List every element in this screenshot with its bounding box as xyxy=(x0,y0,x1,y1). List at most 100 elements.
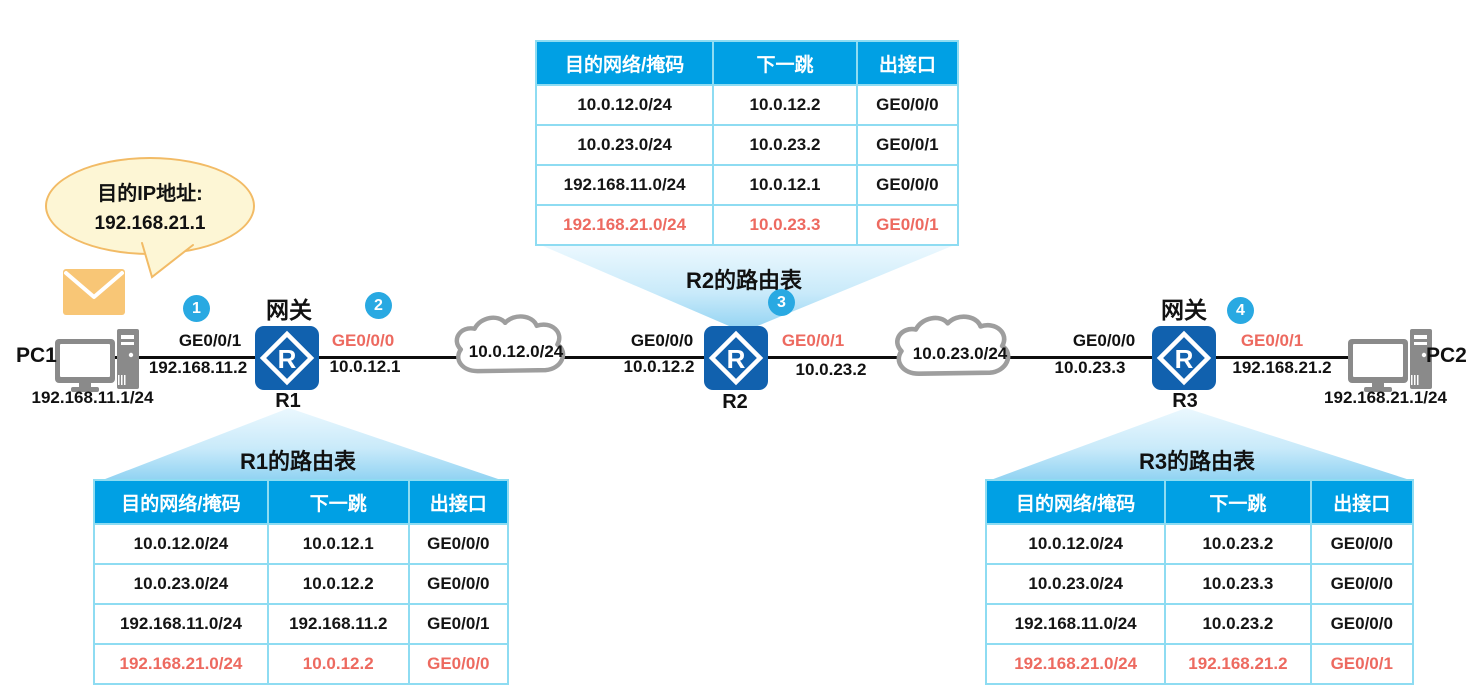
gateway-label-r1: 网关 xyxy=(266,297,312,323)
route-cell: 10.0.23.2 xyxy=(1164,603,1312,645)
route-cell: 10.0.12.2 xyxy=(266,643,410,685)
iface-r1-left: GE0/0/1 xyxy=(178,331,242,350)
cloud1-icon xyxy=(454,314,566,374)
step-badge-1: 1 xyxy=(183,295,210,322)
route-cell: GE0/0/0 xyxy=(1309,603,1414,645)
route-cell: 10.0.23.3 xyxy=(1164,563,1312,605)
r2-table-pointer-icon xyxy=(543,246,952,332)
step-badge-3: 3 xyxy=(768,289,795,316)
route-cell: 10.0.23.3 xyxy=(712,204,858,246)
cloud2-icon xyxy=(895,314,1011,377)
route-cell: GE0/0/1 xyxy=(855,124,960,166)
route-cell: GE0/0/1 xyxy=(855,204,960,246)
route-cell: 10.0.12.2 xyxy=(712,84,858,126)
route-cell: 10.0.23.0/24 xyxy=(534,124,715,166)
route-cell: GE0/0/0 xyxy=(1309,563,1414,605)
r1-label: R1 xyxy=(275,390,301,412)
route-cell: 10.0.12.2 xyxy=(266,563,410,605)
iface-r2-left: GE0/0/0 xyxy=(630,331,694,350)
bubble-line1: 目的IP地址: xyxy=(97,183,203,205)
route-cell: 10.0.23.2 xyxy=(1164,523,1312,565)
route-cell: GE0/0/0 xyxy=(407,523,510,565)
cloud2-network-label: 10.0.23.0/24 xyxy=(912,344,1008,363)
route-cell: GE0/0/0 xyxy=(407,563,510,605)
router-r3-icon: R xyxy=(1152,326,1216,390)
route-cell: 192.168.11.0/24 xyxy=(93,603,269,645)
route-cell: 10.0.12.1 xyxy=(712,164,858,206)
iface-r2-right: GE0/0/1 xyxy=(781,331,845,350)
svg-text:R: R xyxy=(727,344,746,374)
r2-label: R2 xyxy=(722,391,748,413)
route-cell: 192.168.21.0/24 xyxy=(534,204,715,246)
route-cell: GE0/0/0 xyxy=(1309,523,1414,565)
route-cell: GE0/0/0 xyxy=(407,643,510,685)
router-r1-icon: R xyxy=(255,326,319,390)
route-cell: 10.0.23.0/24 xyxy=(984,563,1167,605)
step-badge-2: 2 xyxy=(365,292,392,319)
table-header-cell: 下一跳 xyxy=(1164,479,1312,525)
pc1-label: PC1 xyxy=(16,344,57,367)
step-badge-4: 4 xyxy=(1227,297,1254,324)
table-header-cell: 下一跳 xyxy=(712,40,858,86)
cloud1-network-label: 10.0.12.0/24 xyxy=(468,342,564,361)
pc2-icon xyxy=(1348,329,1432,392)
iface-r1-left-ip: 192.168.11.2 xyxy=(148,358,248,377)
route-cell: GE0/0/0 xyxy=(855,164,960,206)
r3-label: R3 xyxy=(1172,390,1198,412)
pc1-icon xyxy=(55,329,139,392)
table-header-cell: 出接口 xyxy=(855,40,960,86)
r3-table-title: R3的路由表 xyxy=(1138,449,1256,474)
route-cell: 10.0.12.0/24 xyxy=(534,84,715,126)
pc1-ip: 192.168.11.1/24 xyxy=(31,388,154,407)
iface-r2-right-ip: 10.0.23.2 xyxy=(795,360,867,379)
route-cell: 192.168.21.0/24 xyxy=(984,643,1167,685)
route-cell: GE0/0/1 xyxy=(407,603,510,645)
route-cell: 192.168.21.0/24 xyxy=(93,643,269,685)
route-cell: 10.0.12.0/24 xyxy=(984,523,1167,565)
iface-r3-right: GE0/0/1 xyxy=(1240,331,1304,350)
iface-r1-right: GE0/0/0 xyxy=(331,331,395,350)
speech-bubble-tail-icon xyxy=(141,241,194,279)
r1-table-title: R1的路由表 xyxy=(239,449,357,474)
r2-table-title: R2的路由表 xyxy=(685,268,803,293)
route-cell: 192.168.21.2 xyxy=(1164,643,1312,685)
route-cell: GE0/0/0 xyxy=(855,84,960,126)
route-cell: 192.168.11.0/24 xyxy=(984,603,1167,645)
route-cell: 10.0.23.0/24 xyxy=(93,563,269,605)
iface-r3-left: GE0/0/0 xyxy=(1072,331,1136,350)
router-r2-icon: R xyxy=(704,326,768,390)
bubble-line2: 192.168.21.1 xyxy=(94,213,206,234)
iface-r3-right-ip: 192.168.21.2 xyxy=(1232,358,1332,377)
pc2-label: PC2 xyxy=(1426,344,1467,367)
pc2-ip: 192.168.21.1/24 xyxy=(1324,388,1447,407)
table-header-cell: 目的网络/掩码 xyxy=(984,479,1167,525)
envelope-icon xyxy=(63,269,125,315)
route-cell: 10.0.12.1 xyxy=(266,523,410,565)
route-cell: GE0/0/1 xyxy=(1309,643,1414,685)
r3-table-pointer-icon xyxy=(988,408,1413,481)
svg-text:R: R xyxy=(278,344,297,374)
r1-table-pointer-icon xyxy=(100,408,504,481)
iface-r3-left-ip: 10.0.23.3 xyxy=(1054,358,1126,377)
speech-bubble: 目的IP地址: 192.168.21.1 xyxy=(45,157,255,255)
table-header-cell: 下一跳 xyxy=(266,479,410,525)
table-header-cell: 目的网络/掩码 xyxy=(93,479,269,525)
gateway-label-r3: 网关 xyxy=(1161,297,1207,323)
route-cell: 192.168.11.0/24 xyxy=(534,164,715,206)
